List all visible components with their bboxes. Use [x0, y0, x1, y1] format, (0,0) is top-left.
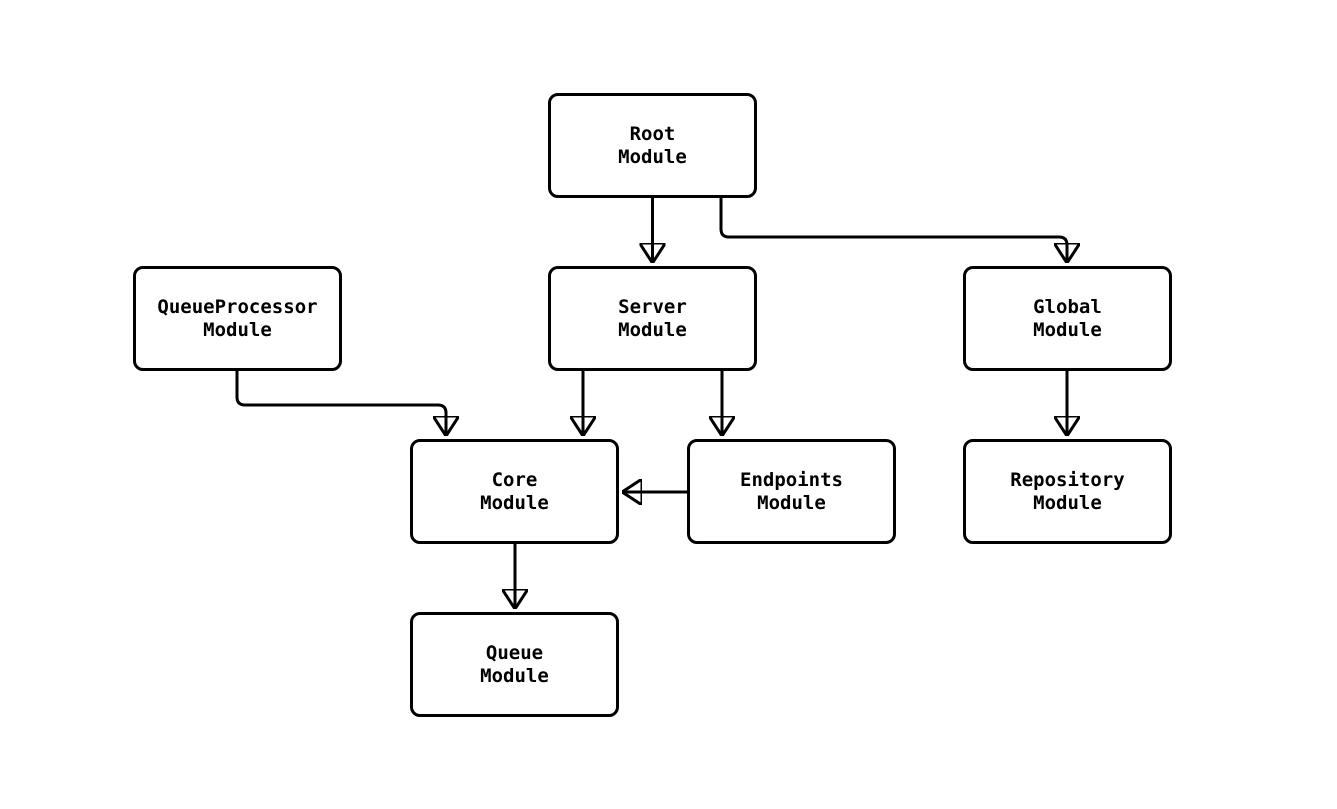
node-queueprocessor-module: QueueProcessor Module: [133, 266, 342, 371]
node-endpoints-module-label: Endpoints Module: [740, 468, 843, 514]
node-queue-module: Queue Module: [410, 612, 619, 717]
node-endpoints-module: Endpoints Module: [687, 439, 896, 544]
node-core-module: Core Module: [410, 439, 619, 544]
node-queueprocessor-module-label: QueueProcessor Module: [157, 295, 318, 341]
node-root-module-label: Root Module: [618, 122, 687, 168]
node-queue-module-label: Queue Module: [480, 641, 549, 687]
node-server-module: Server Module: [548, 266, 757, 371]
node-global-module-label: Global Module: [1033, 295, 1102, 341]
node-repository-module-label: Repository Module: [1010, 468, 1125, 514]
edge-queueprocessor-to-core: [235, 371, 446, 435]
node-repository-module: Repository Module: [963, 439, 1172, 544]
node-server-module-label: Server Module: [618, 295, 687, 341]
node-global-module: Global Module: [963, 266, 1172, 371]
node-core-module-label: Core Module: [480, 468, 549, 514]
edge-root-to-global: [719, 198, 1067, 262]
node-root-module: Root Module: [548, 93, 757, 198]
